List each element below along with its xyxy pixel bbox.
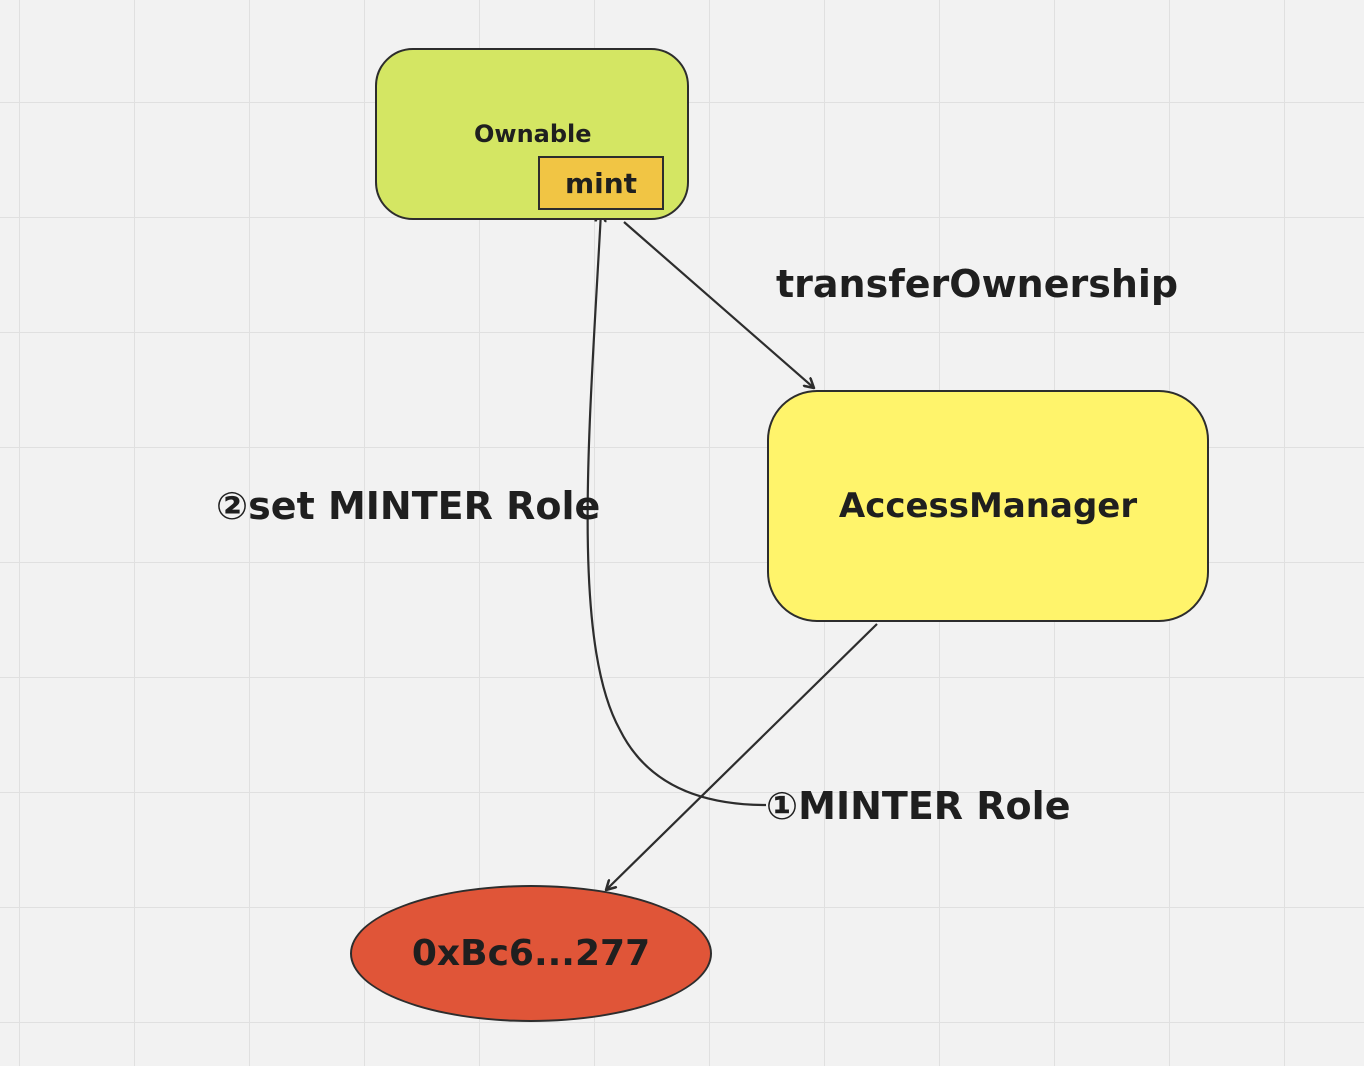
mint-label: mint bbox=[564, 166, 638, 200]
edge-set-minter-role bbox=[586, 212, 767, 807]
ownable-label: Ownable bbox=[474, 120, 592, 148]
access-manager-node[interactable]: AccessManager bbox=[767, 390, 1209, 622]
edge-minter-role bbox=[606, 623, 878, 890]
minter-role-label: ①MINTER Role bbox=[766, 784, 1071, 828]
access-manager-label: AccessManager bbox=[838, 486, 1138, 526]
set-minter-role-label: ②set MINTER Role bbox=[216, 484, 601, 528]
transfer-ownership-label: transferOwnership bbox=[776, 262, 1179, 306]
edge-transfer-ownership bbox=[623, 221, 814, 388]
address-label: 0xBc6...277 bbox=[411, 933, 651, 974]
address-node[interactable]: 0xBc6...277 bbox=[350, 885, 712, 1022]
mint-node[interactable]: mint bbox=[538, 156, 664, 210]
